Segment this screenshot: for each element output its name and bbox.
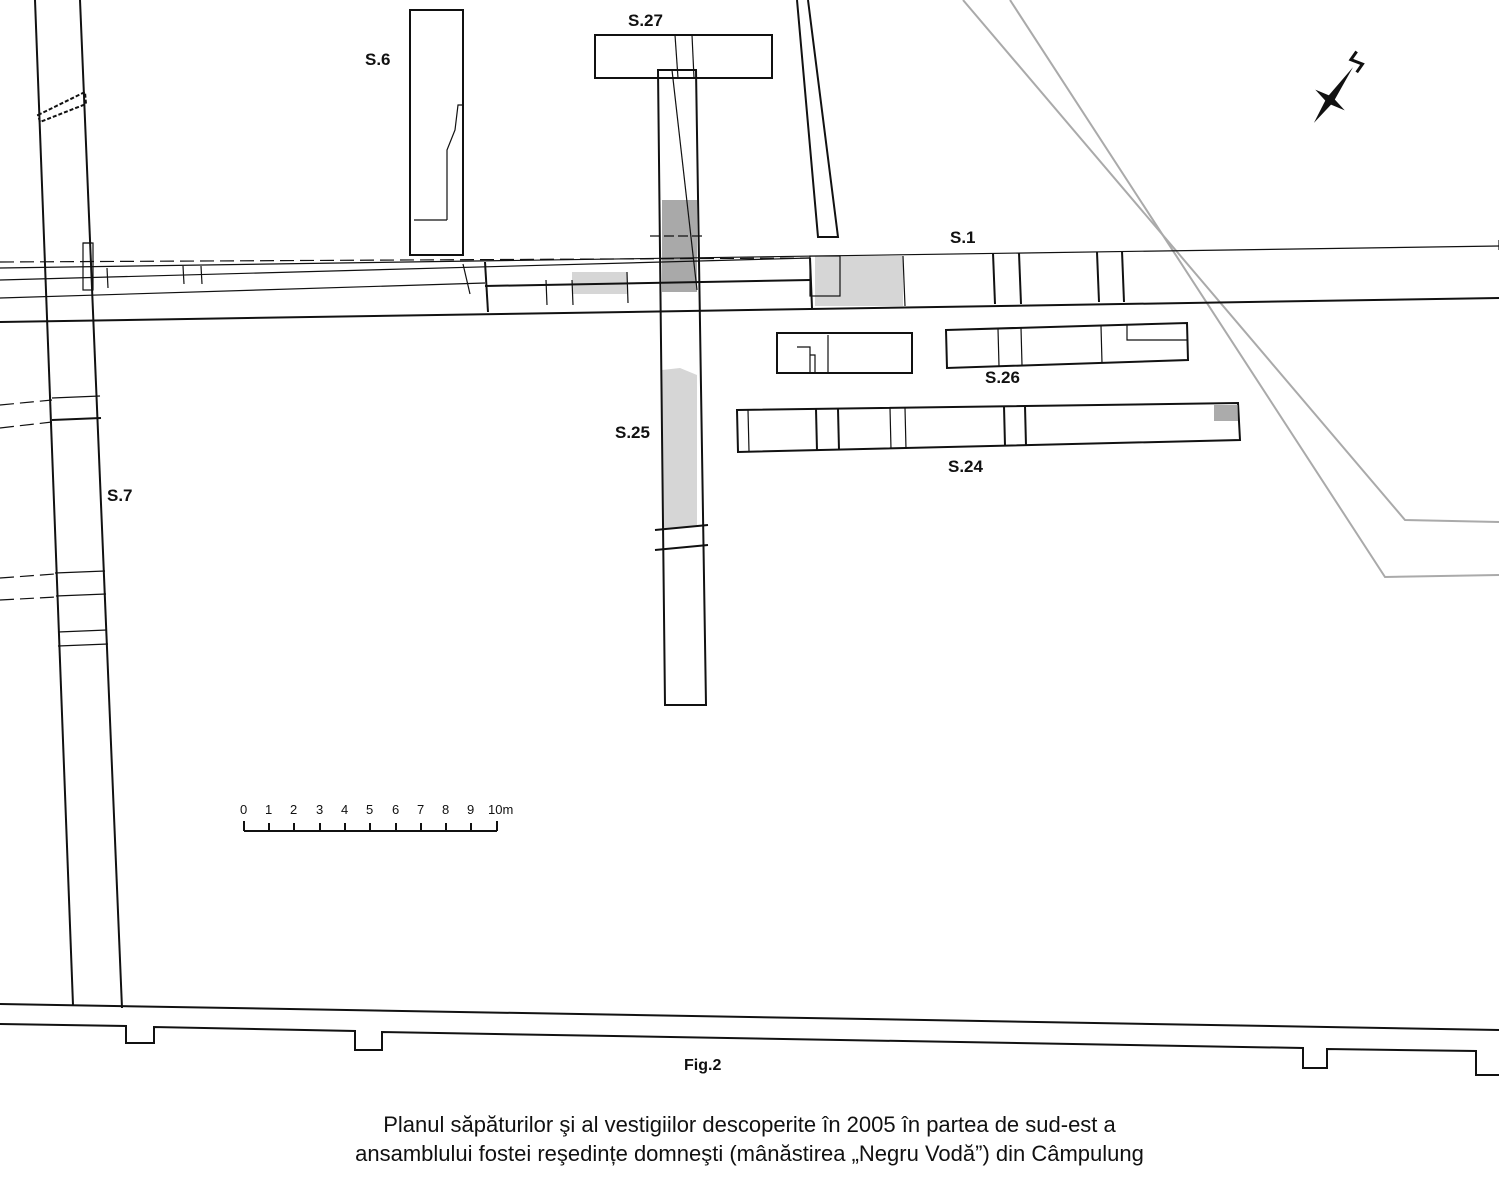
scale-tick: 1	[265, 802, 272, 817]
scale-bar: 0 1 2 3 4 5 6 7 8 9 10m	[240, 802, 513, 832]
scale-tick: 8	[442, 802, 449, 817]
label-s25: S.25	[615, 423, 650, 442]
trench-s27	[594, 34, 773, 79]
caption-line-2: ansamblului fostei reşedințe domneşti (m…	[355, 1141, 1144, 1166]
trench-north	[796, 0, 840, 238]
figure-label: Fig.2	[684, 1057, 721, 1074]
label-s24: S.24	[948, 457, 984, 476]
scale-tick: 2	[290, 802, 297, 817]
caption-line-1: Planul săpăturilor şi al vestigiilor des…	[383, 1112, 1116, 1137]
label-s27: S.27	[628, 11, 663, 30]
trench-s7	[0, 0, 123, 1009]
label-s1: S.1	[950, 228, 976, 247]
scale-tick: 0	[240, 802, 247, 817]
label-s26: S.26	[985, 368, 1020, 387]
trench-s1	[0, 240, 1499, 323]
scale-tick: 5	[366, 802, 373, 817]
caption: Planul săpăturilor şi al vestigiilor des…	[0, 1110, 1499, 1168]
enclosure-wall	[0, 1003, 1499, 1076]
trench-s26	[776, 321, 1190, 374]
label-s7: S.7	[107, 486, 133, 505]
trench-s6	[409, 9, 464, 256]
trench-s25	[650, 69, 709, 706]
scale-tick: 9	[467, 802, 474, 817]
scale-tick: 6	[392, 802, 399, 817]
scale-tick: 7	[417, 802, 424, 817]
scale-tick: 10m	[488, 802, 513, 817]
label-s6: S.6	[365, 50, 391, 69]
boundary-lines	[962, 0, 1499, 579]
scale-tick: 4	[341, 802, 348, 817]
trench-s24	[735, 401, 1242, 454]
north-arrow-icon	[1313, 50, 1365, 123]
scale-tick: 3	[316, 802, 323, 817]
